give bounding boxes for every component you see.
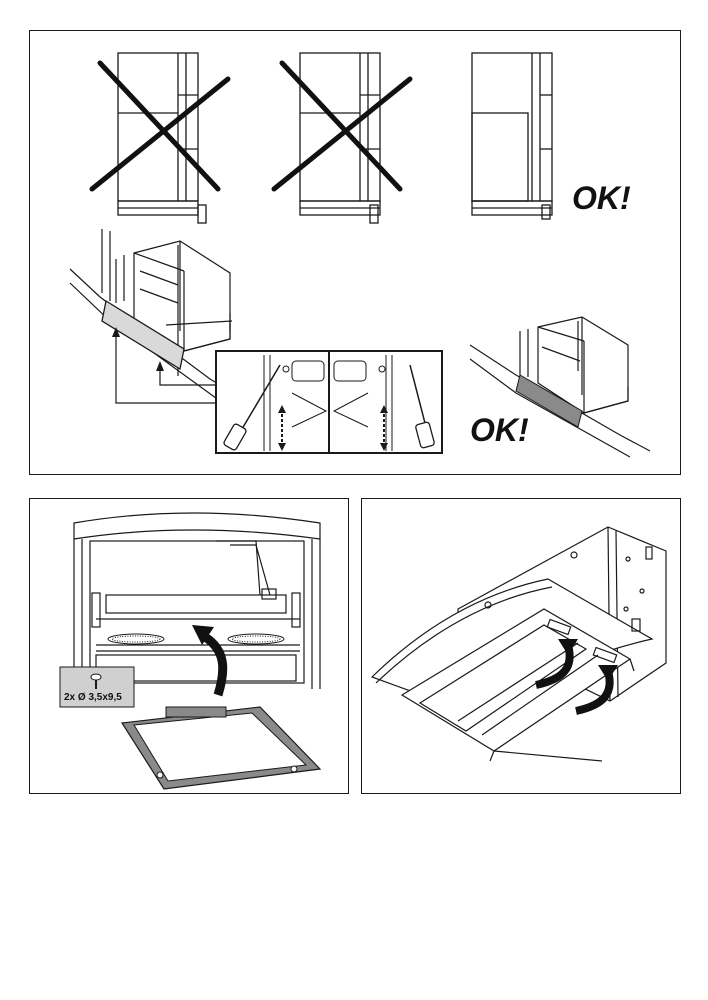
arrow-up-icon-2	[156, 361, 164, 371]
screw-spec-label: 2x Ø 3,5x9,5	[64, 692, 122, 703]
hood-underside-illustration	[362, 499, 682, 795]
cabinet-correct	[472, 53, 552, 219]
wrong-x-icon	[92, 63, 228, 189]
filter-frame	[122, 707, 320, 789]
insert-arrow-icon	[202, 635, 223, 695]
hood-underside-panel	[361, 498, 681, 794]
fan-grille-left	[108, 634, 164, 644]
ok-label-upper: OK!	[572, 180, 631, 216]
filter-frame-illustration	[30, 499, 350, 795]
cabinet-wrong-1	[118, 53, 206, 223]
wrong-x-icon-2	[274, 63, 410, 189]
cabinet-perspective-left	[70, 229, 232, 401]
cabinet-mounting-illustration: OK!	[30, 31, 682, 476]
screwdriver-detail	[216, 351, 442, 453]
fan-grille-right	[228, 634, 284, 644]
cabinet-mounting-panel: OK!	[29, 30, 681, 475]
filter-frame-panel: 2x Ø 3,5x9,5	[29, 498, 349, 794]
ok-label-lower: OK!	[470, 412, 529, 448]
